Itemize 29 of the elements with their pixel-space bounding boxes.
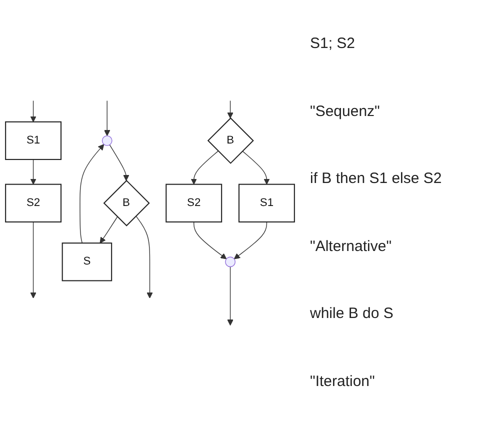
note-text: S1; S2 [310,35,356,52]
note-text: "Sequenz" [310,102,381,120]
arrow [227,100,234,118]
arrow [190,150,218,184]
node-diamond: B [207,116,254,164]
node-circle [102,134,112,146]
note-text: if B then S1 else S2 [310,170,443,188]
arrow [30,158,36,184]
arrow [30,100,36,122]
arrow [234,221,268,259]
node-box: S [62,242,112,281]
node-circle [225,256,236,267]
arrow [109,144,130,180]
node-box: S1 [238,183,295,222]
note-text: "Iteration" [310,372,376,390]
arrow [194,221,227,259]
node-box: S2 [166,183,222,222]
arrow [227,266,234,326]
note-text: while B do S [310,305,394,322]
arrow [100,216,118,243]
node-box: S2 [5,183,62,222]
note-text: "Alternative" [310,238,393,255]
arrow [80,144,104,243]
arrow [104,100,110,136]
node-diamond: B [103,179,150,226]
arrow [136,215,153,298]
arrow [30,221,36,298]
arrow [242,150,270,184]
node-box: S1 [5,120,62,160]
